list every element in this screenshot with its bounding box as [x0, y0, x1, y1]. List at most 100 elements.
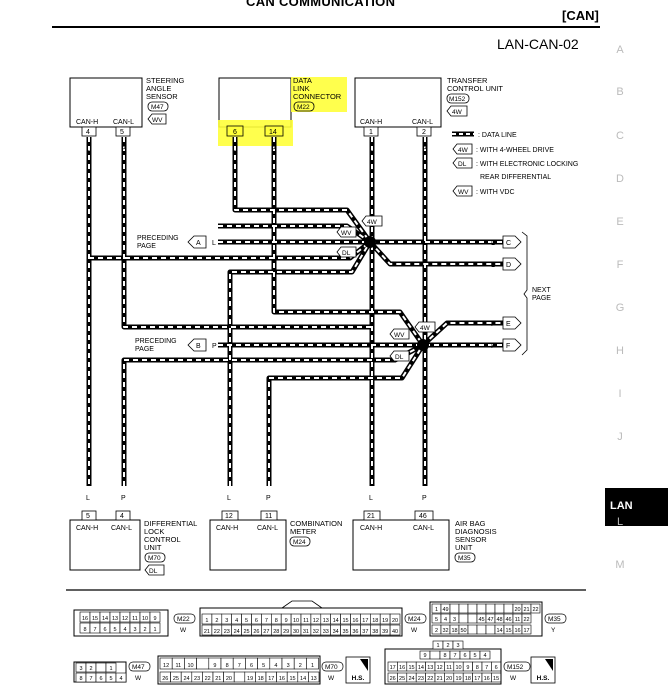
m152-pin: 3: [456, 643, 459, 649]
m24-pin: 36: [352, 629, 358, 635]
dlc-name-3: CONNECTOR: [293, 92, 342, 101]
m24-pin: 3: [225, 618, 228, 624]
m24-pin: 29: [283, 629, 289, 635]
m24-pin: 30: [293, 629, 299, 635]
combination-meter: 12 11 CAN-H CAN-L COMBINATION METER M24: [209, 510, 342, 571]
m35-pin: 1: [435, 607, 438, 613]
index-letter[interactable]: B: [616, 86, 624, 98]
index-tab-active[interactable]: LAN: [605, 488, 668, 526]
steering-pin-h: 4: [86, 129, 90, 136]
m22-pin: 2: [143, 627, 146, 633]
m35-pin: 46: [505, 617, 511, 623]
m70-pin: 20: [226, 676, 232, 682]
m35-pin: 20: [514, 607, 520, 613]
legend-dl-sym: DL: [458, 161, 467, 168]
transfer-pin-h: 1: [369, 129, 373, 136]
index-letter[interactable]: J: [617, 431, 623, 443]
m152-pin: 2: [446, 643, 449, 649]
svg-text:L: L: [491, 262, 495, 269]
svg-text:METER: METER: [290, 527, 317, 536]
m24-pin: 40: [392, 629, 398, 635]
svg-text:P: P: [422, 146, 427, 153]
m47-cell: [105, 662, 117, 673]
m152-pin: 9: [466, 665, 469, 671]
m152-pin: 1: [436, 643, 439, 649]
m47-tag: [128, 661, 151, 672]
m152-pin: 24: [408, 676, 414, 682]
m70-pin: 13: [311, 676, 317, 682]
steering-pin-label-h: CAN-H: [76, 119, 98, 126]
m24-pin: 31: [303, 629, 309, 635]
svg-text:P: P: [212, 343, 217, 350]
index-letter[interactable]: L: [616, 516, 624, 528]
m24-pin: 37: [362, 629, 368, 635]
m24-color: W: [411, 627, 418, 634]
index-letter[interactable]: H: [616, 345, 624, 357]
m35-outline: [429, 601, 543, 637]
m24-pin: 32: [313, 629, 319, 635]
m22-outline: [73, 609, 169, 637]
svg-text:21: 21: [367, 513, 375, 520]
m24-pin: 17: [362, 618, 368, 624]
m24-pin: 21: [204, 629, 210, 635]
transfer-control-unit: TRANSFER CONTROL UNIT M152 4W CAN-H CAN-…: [354, 76, 503, 137]
transfer-option: 4W: [452, 109, 463, 116]
preceding-page-b-1: PRECEDING: [135, 338, 177, 345]
m152-pin: 26: [390, 676, 396, 682]
m152-cell: [491, 672, 502, 683]
index-letter[interactable]: M: [615, 559, 625, 571]
svg-text:CAN-L: CAN-L: [111, 525, 132, 532]
m47-cell: [115, 672, 127, 683]
m24-pin: 13: [323, 618, 329, 624]
index-letter[interactable]: D: [616, 173, 624, 185]
m22-cell: [149, 611, 161, 623]
m35-cell: [494, 603, 505, 614]
junction-option-tags: 4W WV DL 4W WV DL: [336, 215, 436, 362]
m22-pin: 14: [102, 616, 108, 622]
m35-cell: [458, 603, 469, 614]
m70-pin: 7: [238, 663, 241, 669]
index-letter[interactable]: C: [616, 130, 624, 142]
m47-pin: 7: [89, 676, 92, 682]
m70-pin: 18: [258, 676, 264, 682]
index-letter[interactable]: I: [618, 388, 622, 400]
m152-pin: 11: [446, 665, 452, 671]
m35-pin: 5: [435, 617, 438, 623]
dlc-name-2: LINK: [293, 84, 310, 93]
m70-pin: 14: [300, 676, 306, 682]
m152-pin: 18: [465, 676, 471, 682]
m35-pin: 16: [514, 628, 520, 634]
m35-cell: [476, 603, 487, 614]
m70-pin: 22: [205, 676, 211, 682]
svg-text:M70: M70: [148, 555, 161, 562]
m152-pin: 7: [485, 665, 488, 671]
m35-cell: [503, 603, 514, 614]
svg-text:12: 12: [225, 513, 233, 520]
m35-color: Y: [551, 627, 556, 634]
steering-option: WV: [152, 117, 163, 124]
m35-cell: [530, 603, 541, 614]
index-letter[interactable]: F: [616, 259, 624, 271]
m24-pin: 26: [253, 629, 259, 635]
index-letter[interactable]: E: [616, 216, 624, 228]
m152-pin: 23: [418, 676, 424, 682]
m35-tag: [544, 613, 567, 624]
m24-pin: 22: [214, 629, 220, 635]
svg-text:L: L: [369, 495, 373, 502]
m70-cell: [306, 657, 319, 670]
m24-pin: 14: [333, 618, 339, 624]
index-letter[interactable]: G: [615, 302, 625, 314]
svg-text:L: L: [369, 146, 373, 153]
m22-pin: 1: [153, 627, 156, 633]
index-letter[interactable]: A: [616, 44, 624, 56]
m22-pin: 7: [93, 627, 96, 633]
m22-pin: 3: [133, 627, 136, 633]
svg-text:DIFFERENTIAL: DIFFERENTIAL: [144, 519, 197, 528]
section-tag: [CAN]: [562, 8, 599, 23]
m35-pin: 4: [444, 617, 447, 623]
m35-pin: 14: [496, 628, 502, 634]
m70-tag: [321, 661, 344, 672]
transfer-connector: M152: [449, 96, 466, 103]
m22-pin: 9: [153, 616, 156, 622]
